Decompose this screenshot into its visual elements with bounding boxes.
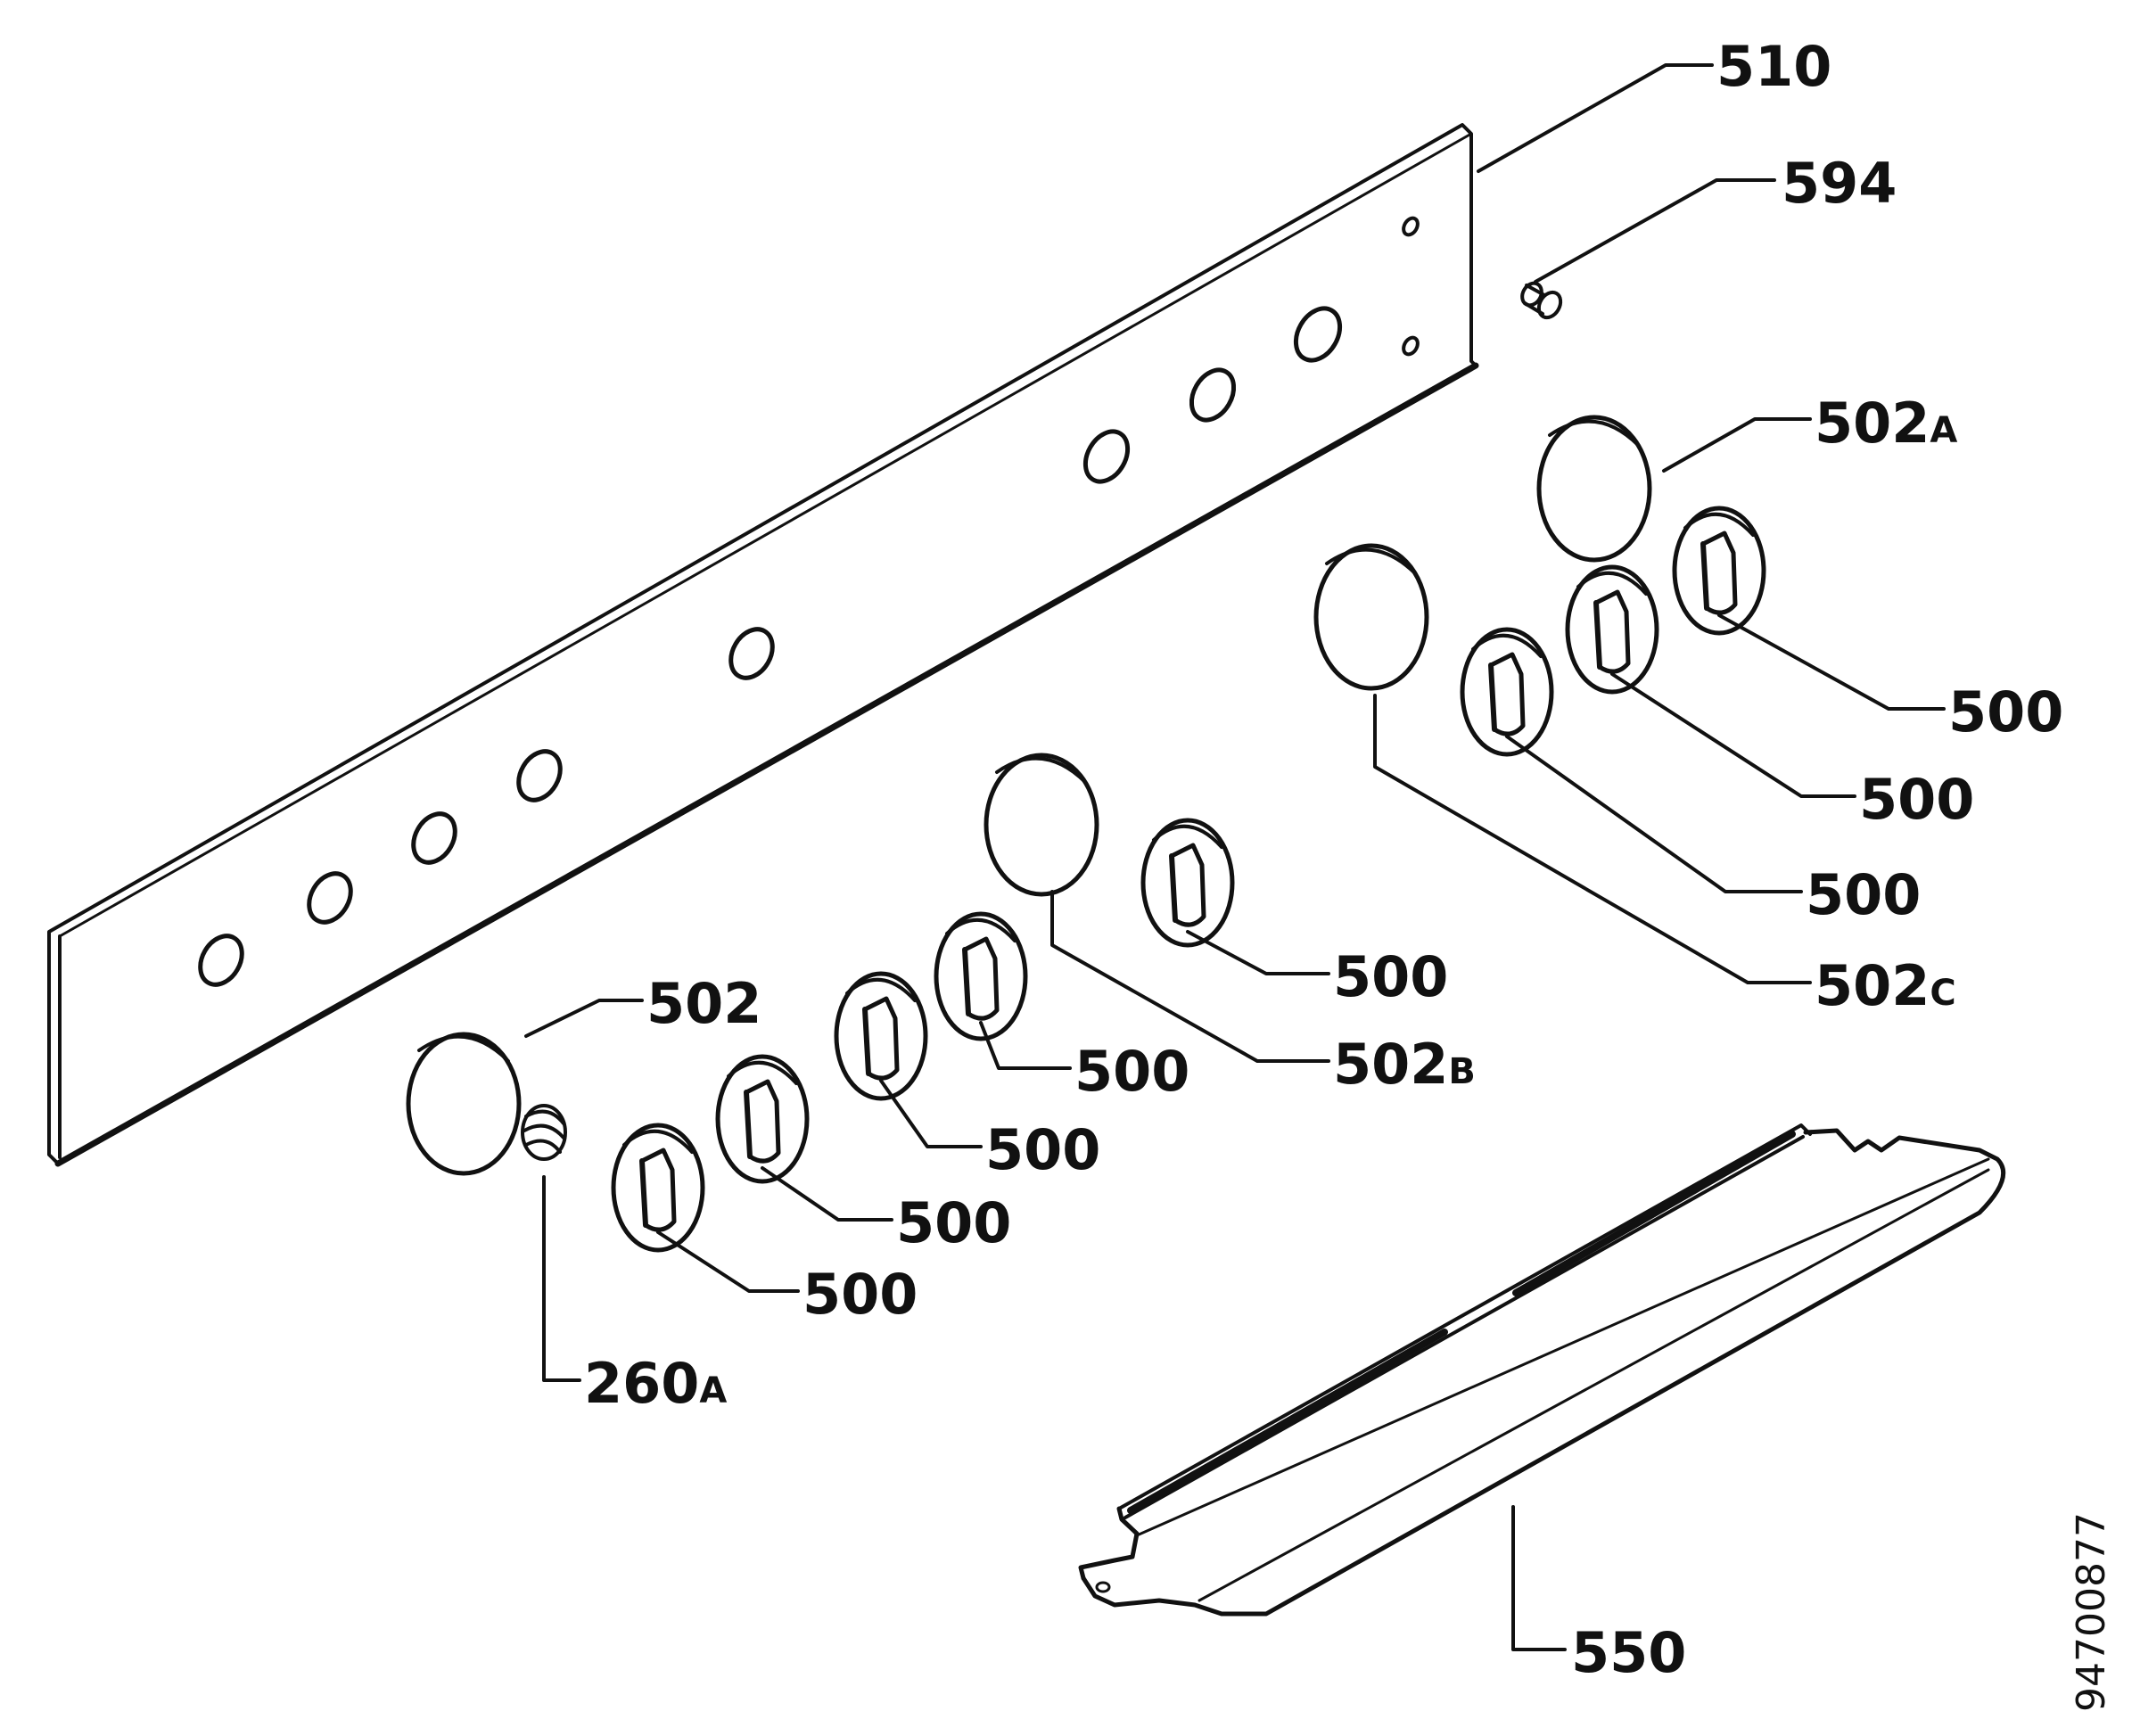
knob-500-mid <box>1140 818 1235 948</box>
knob-500-r2 <box>1565 564 1659 695</box>
knob-500-l1 <box>934 911 1028 1041</box>
label-500-l4: 500 <box>802 1262 918 1327</box>
label-260a: 260A <box>584 1351 727 1416</box>
leader-lines <box>524 63 1946 1651</box>
document-id: 94700877 <box>2069 1512 2114 1712</box>
bezel-502a <box>1536 415 1652 563</box>
label-594: 594 <box>1782 151 1897 216</box>
label-500-r2: 500 <box>1859 767 1974 832</box>
knob-500-r1 <box>1672 506 1766 636</box>
bezel-502b <box>984 753 1099 897</box>
control-panel <box>47 123 1479 1167</box>
control-knobs <box>611 506 1766 1253</box>
panel-holes <box>198 216 1420 987</box>
label-500-l1: 500 <box>1074 1039 1189 1104</box>
label-510: 510 <box>1716 34 1831 99</box>
part-labels: 510 594 502A 500 500 500 502C 500 502B 5… <box>584 34 2063 1685</box>
label-502: 502 <box>646 971 761 1036</box>
label-502a: 502A <box>1815 391 1957 456</box>
label-550: 550 <box>1571 1620 1686 1685</box>
label-500-l3: 500 <box>896 1190 1011 1255</box>
lower-trim <box>1078 1123 2006 1617</box>
label-502c: 502C <box>1815 953 1956 1018</box>
knob-500-r3 <box>1460 627 1554 757</box>
knob-500-l4 <box>611 1123 705 1253</box>
label-500-r3: 500 <box>1806 862 1921 927</box>
label-500-mid: 500 <box>1333 944 1448 1009</box>
spring <box>521 1104 567 1161</box>
bezel-502c <box>1313 543 1429 691</box>
knob-500-l3 <box>715 1054 810 1184</box>
label-500-l2: 500 <box>985 1117 1100 1182</box>
screw <box>1520 281 1563 320</box>
label-502b: 502B <box>1333 1032 1476 1097</box>
label-500-r1: 500 <box>1948 679 2063 745</box>
knob-500-l2 <box>834 971 928 1101</box>
bezel-502 <box>406 1032 522 1176</box>
